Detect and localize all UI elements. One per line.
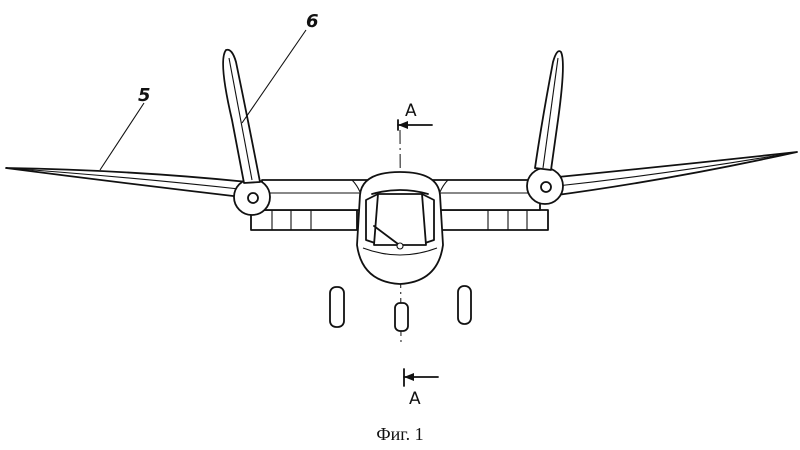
label-wing: 5 [138,85,151,106]
right-nacelle [526,167,564,205]
left-nacelle [233,178,271,216]
label-rotor-blade: 6 [306,11,319,32]
section-marker-top [397,119,433,131]
wing-leader-line [99,102,145,171]
wing [5,151,798,199]
cockpit-window [373,193,427,246]
section-marker-bottom [403,368,439,387]
label-section-bottom: A [409,389,421,409]
label-section-top: A [405,101,417,121]
blade-leader-line [241,29,307,124]
rotor-blade [222,48,564,184]
figure-caption: Фиг. 1 [376,424,424,444]
fuselage [356,171,444,285]
landing-gear [329,285,472,332]
